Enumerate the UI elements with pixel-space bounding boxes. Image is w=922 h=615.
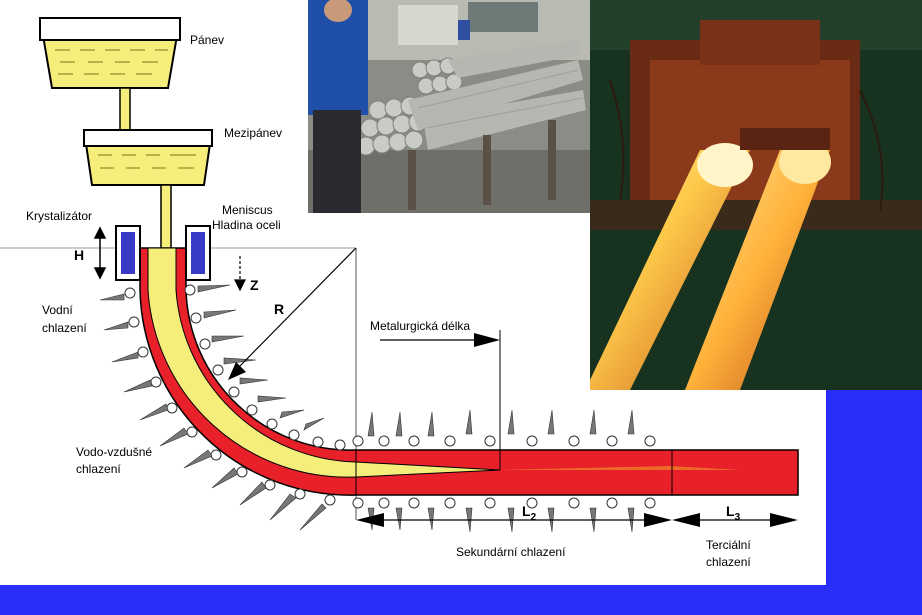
l2-dimension — [356, 513, 672, 527]
metallurgical-length-arrow — [380, 330, 501, 470]
tundish — [82, 129, 214, 186]
label-l2: L2 — [522, 503, 537, 523]
solidification-tip — [500, 466, 740, 470]
label-h: H — [74, 247, 84, 263]
radius-arrow — [228, 247, 357, 380]
label-tundish: Mezipánev — [224, 126, 282, 140]
label-z: Z — [250, 277, 259, 293]
label-tertiary-cooling: Terciální — [706, 538, 751, 552]
label-air-water-cooling-2: chlazení — [76, 462, 121, 476]
billets-warehouse-photo — [308, 0, 590, 213]
hot-strands-photo — [590, 0, 922, 390]
label-l3: L3 — [726, 503, 741, 523]
label-mould: Krystalizátor — [26, 209, 92, 223]
submerged-nozzle — [160, 184, 172, 254]
label-ladle: Pánev — [190, 33, 224, 47]
label-air-water-cooling: Vodo-vzdušné — [76, 445, 152, 459]
label-water-cooling: Vodní — [42, 303, 73, 317]
ladle — [38, 17, 182, 89]
h-dimension — [93, 226, 107, 280]
liquid-core — [147, 247, 501, 478]
label-r: R — [274, 301, 284, 317]
l3-dimension — [672, 513, 798, 527]
label-secondary-cooling: Sekundární chlazení — [456, 545, 566, 559]
support-rollers — [124, 284, 656, 509]
label-meniscus: Meniscus — [222, 203, 273, 217]
label-steel-level: Hladina oceli — [212, 218, 281, 232]
label-tertiary-cooling-2: chlazení — [706, 555, 751, 569]
continuous-casting-diagram: Pánev Mezipánev Krystalizátor Meniscus H… — [0, 17, 799, 569]
label-water-cooling-2: chlazení — [42, 321, 87, 335]
label-metallurgical-length: Metalurgická délka — [370, 319, 470, 333]
mould — [115, 225, 211, 281]
strand-shell — [139, 247, 799, 496]
z-arrow — [234, 256, 246, 292]
